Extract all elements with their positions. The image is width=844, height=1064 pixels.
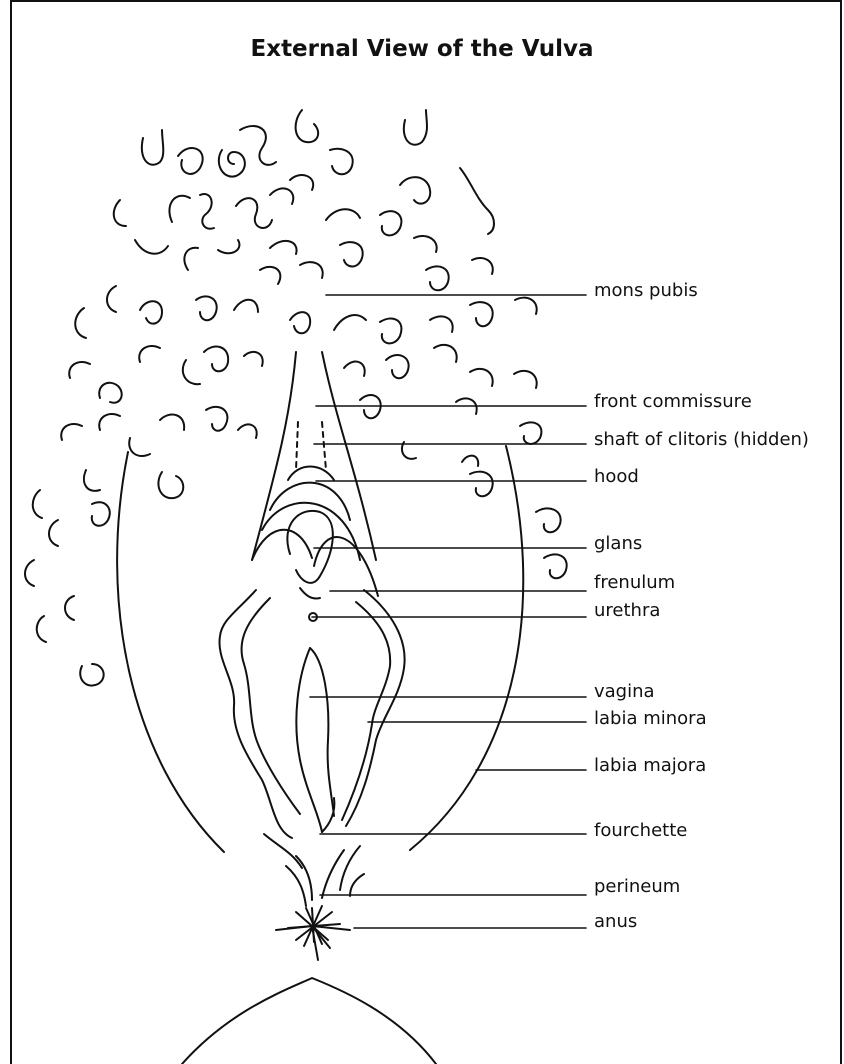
label-glans: glans <box>594 535 642 553</box>
label-labia-minora: labia minora <box>594 710 707 728</box>
anus-mark <box>276 906 350 960</box>
label-anus: anus <box>594 913 637 931</box>
label-urethra: urethra <box>594 602 660 620</box>
label-front-commissure: front commissure <box>594 393 752 411</box>
label-mons-pubis: mons pubis <box>594 282 698 300</box>
label-perineum: perineum <box>594 878 680 896</box>
clitoral-structures <box>252 352 378 621</box>
leader-lines <box>310 295 586 928</box>
label-fourchette: fourchette <box>594 822 687 840</box>
vaginal-opening <box>296 648 334 832</box>
label-shaft-of-clitoris: shaft of clitoris (hidden) <box>594 431 809 449</box>
pubic-hair <box>25 110 567 686</box>
label-frenulum: frenulum <box>594 574 675 592</box>
labia-majora-outline <box>117 446 523 852</box>
label-vagina: vagina <box>594 683 655 701</box>
label-hood: hood <box>594 468 639 486</box>
label-labia-majora: labia majora <box>594 757 706 775</box>
buttocks-outline <box>182 978 436 1064</box>
